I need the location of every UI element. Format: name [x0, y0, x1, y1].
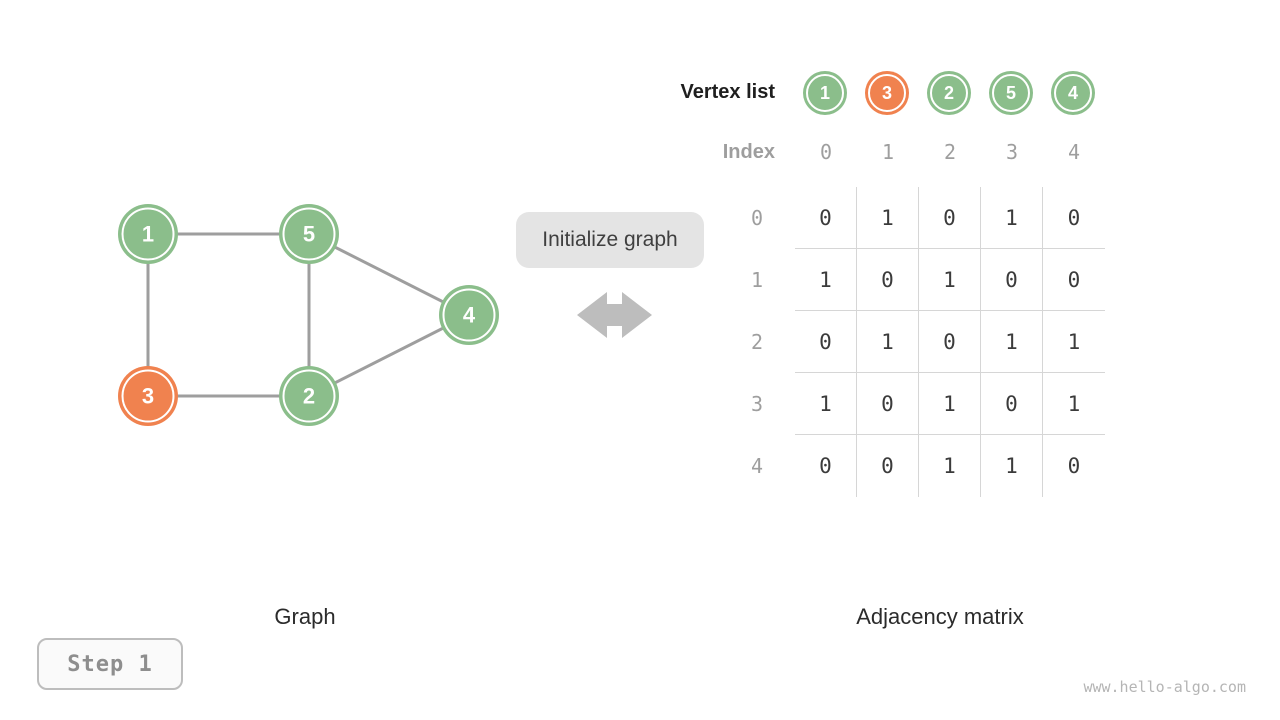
matrix-cell-1-0: 1: [795, 249, 857, 311]
vertex-ring: [1054, 74, 1092, 112]
node-label: 2: [303, 384, 315, 409]
matrix-row-label: 1: [750, 268, 764, 292]
vertex-circle-3: 3: [865, 71, 909, 115]
vertex-ring: [992, 74, 1030, 112]
step-badge: Step 1: [37, 638, 183, 690]
matrix-cell-0-0: 0: [795, 187, 857, 249]
matrix-row-label: 0: [750, 206, 764, 230]
vertex-circle-4: 4: [1051, 71, 1095, 115]
matrix-cell-0-1: 1: [857, 187, 919, 249]
node-circle: [118, 366, 178, 426]
double-arrow-shape: [577, 292, 652, 338]
node-circle: [439, 285, 499, 345]
node-ring: [121, 207, 175, 261]
vertex-ring: [806, 74, 844, 112]
vertex-circle-5: 5: [989, 71, 1033, 115]
vertex-list-label: Vertex list: [680, 81, 775, 103]
index-value: 0: [819, 140, 833, 164]
vertex-value: 5: [1005, 82, 1016, 103]
matrix-row-label: 4: [750, 454, 764, 478]
matrix-cell-4-1: 0: [857, 435, 919, 497]
node-circle: [118, 204, 178, 264]
vertex-circle-1: 1: [803, 71, 847, 115]
graph-node-5: 5: [279, 204, 339, 264]
graph-node-3: 3: [118, 366, 178, 426]
matrix-cell-1-1: 0: [857, 249, 919, 311]
matrix-cell-3-3: 0: [981, 373, 1043, 435]
vertex-ring: [868, 74, 906, 112]
node-ring: [282, 369, 336, 423]
matrix-cell-2-4: 1: [1043, 311, 1105, 373]
vertex-circle-2: 2: [927, 71, 971, 115]
graph-diagram: 1 5 4 3 2: [118, 204, 499, 426]
matrix-cell-1-3: 0: [981, 249, 1043, 311]
transition-label: Initialize graph: [516, 212, 704, 268]
node-label: 5: [303, 222, 315, 247]
matrix-cell-0-2: 0: [919, 187, 981, 249]
vertex-value: 2: [943, 82, 954, 103]
matrix-cell-2-2: 0: [919, 311, 981, 373]
matrix-caption: Adjacency matrix: [856, 604, 1024, 629]
matrix-cell-0-4: 0: [1043, 187, 1105, 249]
matrix-row-label: 3: [750, 392, 764, 416]
matrix-cell-4-2: 1: [919, 435, 981, 497]
matrix-cell-0-3: 1: [981, 187, 1043, 249]
matrix-cell-4-3: 1: [981, 435, 1043, 497]
matrix-cell-2-0: 0: [795, 311, 857, 373]
index-row: 0 1 2 3 4: [795, 122, 1105, 182]
vertex-value: 1: [819, 82, 830, 103]
graph-node-2: 2: [279, 366, 339, 426]
node-circle: [279, 366, 339, 426]
matrix-cell-2-1: 1: [857, 311, 919, 373]
matrix-cell-3-0: 1: [795, 373, 857, 435]
index-label: Index: [722, 141, 775, 163]
node-circle: [279, 204, 339, 264]
matrix-cell-3-2: 1: [919, 373, 981, 435]
matrix-cell-1-2: 1: [919, 249, 981, 311]
index-value: 1: [881, 140, 895, 164]
matrix-cell-3-4: 1: [1043, 373, 1105, 435]
matrix-cell-1-4: 0: [1043, 249, 1105, 311]
watermark: www.hello-algo.com: [1083, 678, 1246, 696]
node-ring: [282, 207, 336, 261]
node-label: 3: [142, 384, 154, 409]
matrix-row-label: 2: [750, 330, 764, 354]
node-label: 1: [142, 222, 154, 247]
matrix-row-labels: 0 1 2 3 4: [726, 187, 788, 497]
index-value: 2: [943, 140, 957, 164]
node-ring: [442, 288, 496, 342]
matrix-cell-2-3: 1: [981, 311, 1043, 373]
double-arrow-icon: [577, 292, 652, 338]
vertex-ring: [930, 74, 968, 112]
index-value: 3: [1005, 140, 1019, 164]
vertex-value: 4: [1067, 82, 1078, 103]
vertex-value: 3: [881, 82, 892, 103]
node-ring: [121, 369, 175, 423]
matrix-cell-3-1: 0: [857, 373, 919, 435]
matrix-cell-4-0: 0: [795, 435, 857, 497]
graph-node-1: 1: [118, 204, 178, 264]
graph-node-4: 4: [439, 285, 499, 345]
index-value: 4: [1067, 140, 1081, 164]
node-label: 4: [463, 303, 476, 328]
matrix-cell-4-4: 0: [1067, 454, 1081, 478]
graph-caption: Graph: [274, 604, 336, 629]
vertex-list: 1 3 2 5 4: [803, 71, 1095, 115]
